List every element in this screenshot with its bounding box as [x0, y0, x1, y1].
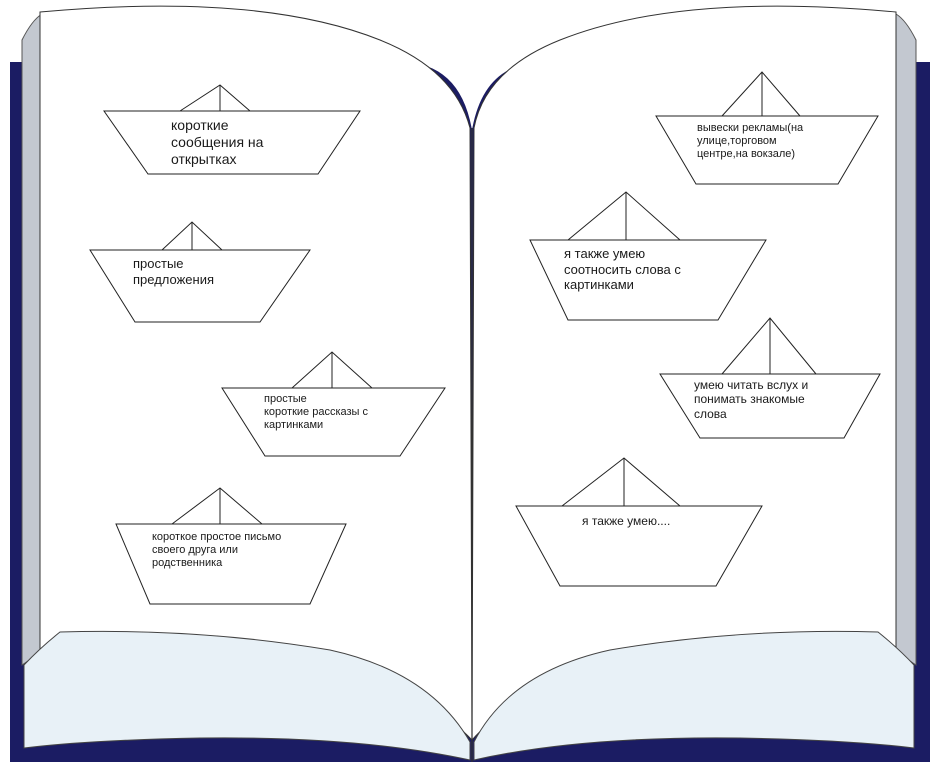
paper-boat-2 [89, 221, 311, 323]
paper-boat-5 [655, 71, 879, 185]
boat-4-text: короткое простое письмо своего друга или… [152, 531, 282, 570]
paper-boat-6 [529, 191, 767, 321]
left-page-edge [21, 13, 43, 666]
right-page-edge [895, 13, 917, 666]
boat-3-text: простые короткие рассказы с картинками [264, 393, 369, 432]
boat-1-text: короткие сообщения на открытках [171, 117, 264, 167]
boat-2-text: простые предложения [133, 256, 215, 287]
boat-7-text: умею читать вслух и понимать знакомые сл… [694, 378, 809, 421]
paper-boat-7 [659, 317, 881, 439]
boat-6-text: я также умею соотносить слова с картинка… [564, 246, 681, 293]
paper-boat-3 [221, 351, 446, 457]
right-bottom-band [473, 630, 915, 761]
left-bottom-band [23, 630, 471, 761]
paper-boat-4 [115, 487, 347, 605]
boat-8-text: я также умею.... [582, 514, 671, 528]
boat-5-text: вывески рекламы(на улице,торговом центре… [697, 122, 804, 161]
paper-boat-8 [515, 457, 763, 587]
paper-boat-1 [103, 84, 361, 175]
